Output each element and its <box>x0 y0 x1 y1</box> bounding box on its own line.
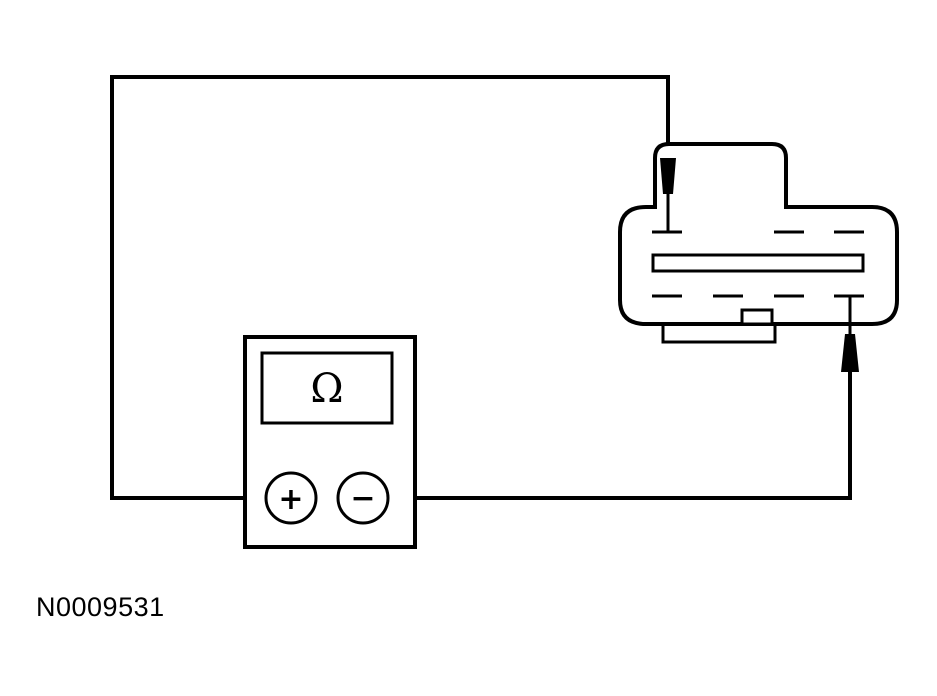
negative-terminal <box>336 471 390 525</box>
connector-latch <box>740 308 774 326</box>
bottom-probe <box>841 296 859 372</box>
ohm-symbol: Ω <box>310 366 343 412</box>
bottom-probe-tip <box>841 334 859 372</box>
positive-test-lead <box>110 75 670 500</box>
figure-id-label: N0009531 <box>36 592 165 622</box>
ohmmeter-display <box>260 351 394 425</box>
connector-housing <box>618 142 899 326</box>
positive-terminal <box>264 471 318 525</box>
negative-terminal-label: − <box>350 481 375 516</box>
top-probe-tip <box>660 158 676 194</box>
negative-test-lead <box>390 370 852 500</box>
positive-terminal-label: + <box>278 482 303 517</box>
ohmmeter: Ω + − <box>243 335 417 549</box>
top-probe <box>660 158 676 232</box>
connector-center-rib <box>651 253 865 273</box>
